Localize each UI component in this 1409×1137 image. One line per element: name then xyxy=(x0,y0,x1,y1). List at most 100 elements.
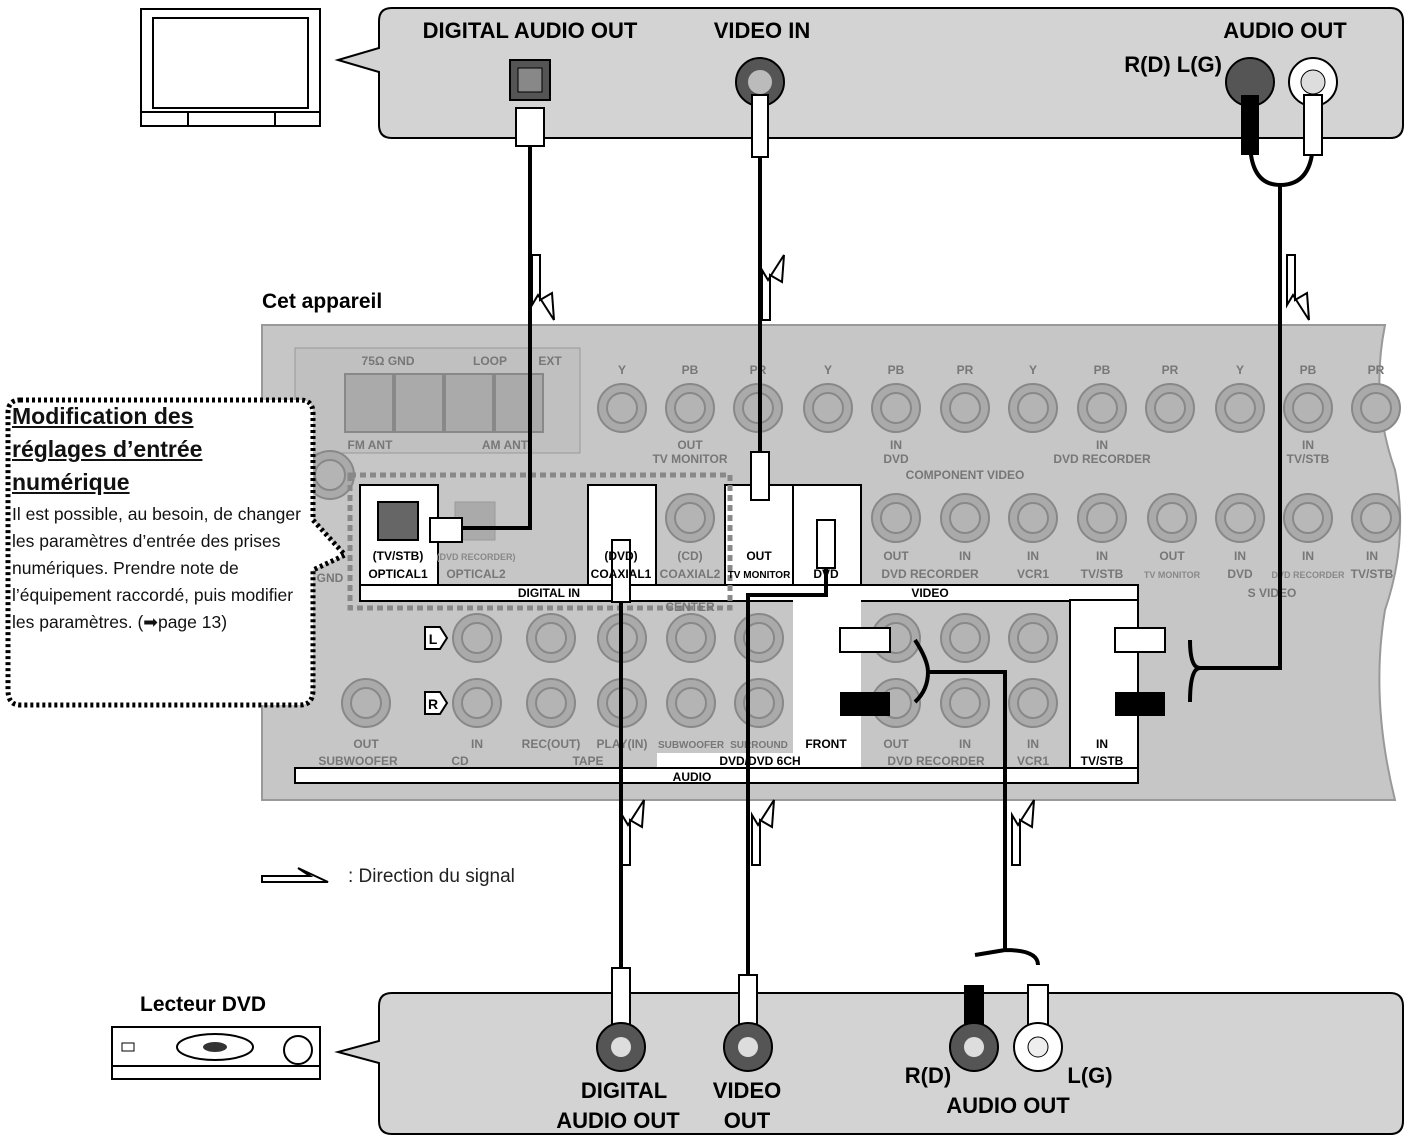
cables xyxy=(463,110,1315,975)
video-jack[interactable] xyxy=(871,493,921,543)
component-jack[interactable] xyxy=(803,383,853,433)
tv-video-in-label: VIDEO IN xyxy=(714,18,811,43)
component-pr-label: PR xyxy=(957,363,974,377)
subwoofer-label: SUBWOOFER xyxy=(318,754,398,768)
component-pb-label: PB xyxy=(888,363,905,377)
video-dvd-recorder-label: DVD RECORDER xyxy=(881,567,979,581)
dvd-out-label: OUT xyxy=(724,1108,771,1133)
svideo-tv-stb-label: TV/STB xyxy=(1351,567,1394,581)
surround-label: SURROUND xyxy=(730,740,788,751)
svideo-title: S VIDEO xyxy=(1248,586,1297,600)
gnd-terminal[interactable] xyxy=(305,450,355,500)
rec-out-label: REC(OUT) xyxy=(522,737,581,751)
video-dvdrec-out-label: OUT xyxy=(883,549,909,563)
note-body: Il est possible, au besoin, de changer l… xyxy=(12,504,301,632)
arrow-down-icon xyxy=(1286,254,1310,321)
ohm-gnd-label: 75Ω GND xyxy=(362,354,415,368)
svideo-dvd-recorder-label: DVD RECORDER xyxy=(1271,570,1345,580)
ext-label: EXT xyxy=(538,354,562,368)
audio-jack-r[interactable] xyxy=(1008,678,1058,728)
component-jack[interactable] xyxy=(597,383,647,433)
video-vcr1-in-label: IN xyxy=(1027,549,1039,563)
audio-title-bar xyxy=(294,767,1139,784)
digital-in-title: DIGITAL IN xyxy=(518,586,580,600)
svideo-dvdrec-in-label: IN xyxy=(1302,549,1314,563)
component-jack[interactable] xyxy=(1351,383,1401,433)
note-title-1: Modification des xyxy=(12,403,194,429)
audio-jack-r[interactable] xyxy=(734,678,784,728)
audio-jack-l[interactable] xyxy=(1008,613,1058,663)
tape-label: TAPE xyxy=(572,754,603,768)
coaxial2-jack[interactable] xyxy=(665,493,715,543)
dvd-audio-cable xyxy=(913,638,1040,966)
dvd-l-label: L(G) xyxy=(1067,1063,1112,1088)
audio-jack-l[interactable] xyxy=(940,613,990,663)
component-pb-label: PB xyxy=(1300,363,1317,377)
comp-tv-monitor-label: TV MONITOR xyxy=(652,452,727,466)
antenna-terminal[interactable] xyxy=(494,373,544,433)
antenna-terminal[interactable] xyxy=(394,373,444,433)
front-label: FRONT xyxy=(805,737,847,751)
tv-audio-out-label: AUDIO OUT xyxy=(1223,18,1347,43)
audio-jack-r[interactable] xyxy=(526,678,576,728)
video-jack[interactable] xyxy=(940,493,990,543)
audio-jack-l[interactable] xyxy=(452,613,502,663)
component-jack[interactable] xyxy=(1145,383,1195,433)
optical1-label: OPTICAL1 xyxy=(368,567,428,581)
dvd-video-cable xyxy=(746,568,828,975)
note-title-3: numérique xyxy=(12,469,130,495)
dvd-digital-label: DIGITAL xyxy=(581,1078,667,1103)
svideo-jack[interactable] xyxy=(1283,493,1333,543)
audio-jack-l[interactable] xyxy=(734,613,784,663)
coaxial1-device-label: (DVD) xyxy=(604,549,637,563)
component-jack[interactable] xyxy=(665,383,715,433)
svideo-jack[interactable] xyxy=(1215,493,1265,543)
audio-jack-l[interactable] xyxy=(526,613,576,663)
video-tv-monitor-label: TV MONITOR xyxy=(728,570,791,581)
tv-audio-cable xyxy=(1188,139,1315,703)
video-jack[interactable] xyxy=(1008,493,1058,543)
antenna-terminal[interactable] xyxy=(444,373,494,433)
audio-vcr1-in-label: IN xyxy=(1027,737,1039,751)
cd-label: CD xyxy=(451,754,469,768)
cd-in-label: IN xyxy=(471,737,483,751)
audio-jack-r[interactable] xyxy=(940,678,990,728)
optical1-jack[interactable] xyxy=(377,501,419,541)
device-label: Cet appareil xyxy=(262,290,383,313)
component-jack[interactable] xyxy=(871,383,921,433)
component-pr-label: PR xyxy=(1162,363,1179,377)
svideo-tvstb-in-label: IN xyxy=(1366,549,1378,563)
note-text: Modification des réglages d’entrée numér… xyxy=(12,400,302,700)
component-jack[interactable] xyxy=(1077,383,1127,433)
svideo-out-label: OUT xyxy=(1159,549,1185,563)
audio-jack-r[interactable] xyxy=(666,678,716,728)
coaxial2-label: COAXIAL2 xyxy=(660,567,721,581)
arrow-down-icon xyxy=(531,254,555,321)
component-jack[interactable] xyxy=(1283,383,1333,433)
audio-jack-r[interactable] xyxy=(452,678,502,728)
coaxial2-device-label: (CD) xyxy=(677,549,702,563)
antenna-terminal[interactable] xyxy=(344,373,394,433)
video-dvdrec-in-label: IN xyxy=(959,549,971,563)
audio-dvdrec-out-label: OUT xyxy=(883,737,909,751)
am-ant-label: AM ANT xyxy=(482,438,529,452)
component-jack[interactable] xyxy=(1008,383,1058,433)
fm-ant-label: FM ANT xyxy=(348,438,394,452)
video-jack[interactable] xyxy=(1077,493,1127,543)
digital-in-highlight xyxy=(347,472,733,611)
dvd-video-label: VIDEO xyxy=(713,1078,781,1103)
tv-rl-label: R(D) L(G) xyxy=(1124,52,1222,77)
optical-cable xyxy=(463,140,532,530)
svideo-jack[interactable] xyxy=(1147,493,1197,543)
subwoofer-out-jack[interactable] xyxy=(341,678,391,728)
video-tvstb-in-label: IN xyxy=(1096,549,1108,563)
audio-vcr1-label: VCR1 xyxy=(1017,754,1049,768)
audio-jack-l[interactable] xyxy=(666,613,716,663)
component-jack[interactable] xyxy=(1215,383,1265,433)
audio-tv-stb-label: TV/STB xyxy=(1081,754,1124,768)
component-jack[interactable] xyxy=(940,383,990,433)
dvd-player-label: Lecteur DVD xyxy=(140,993,267,1016)
r-channel-tag: R xyxy=(424,691,449,715)
svideo-jack[interactable] xyxy=(1351,493,1401,543)
